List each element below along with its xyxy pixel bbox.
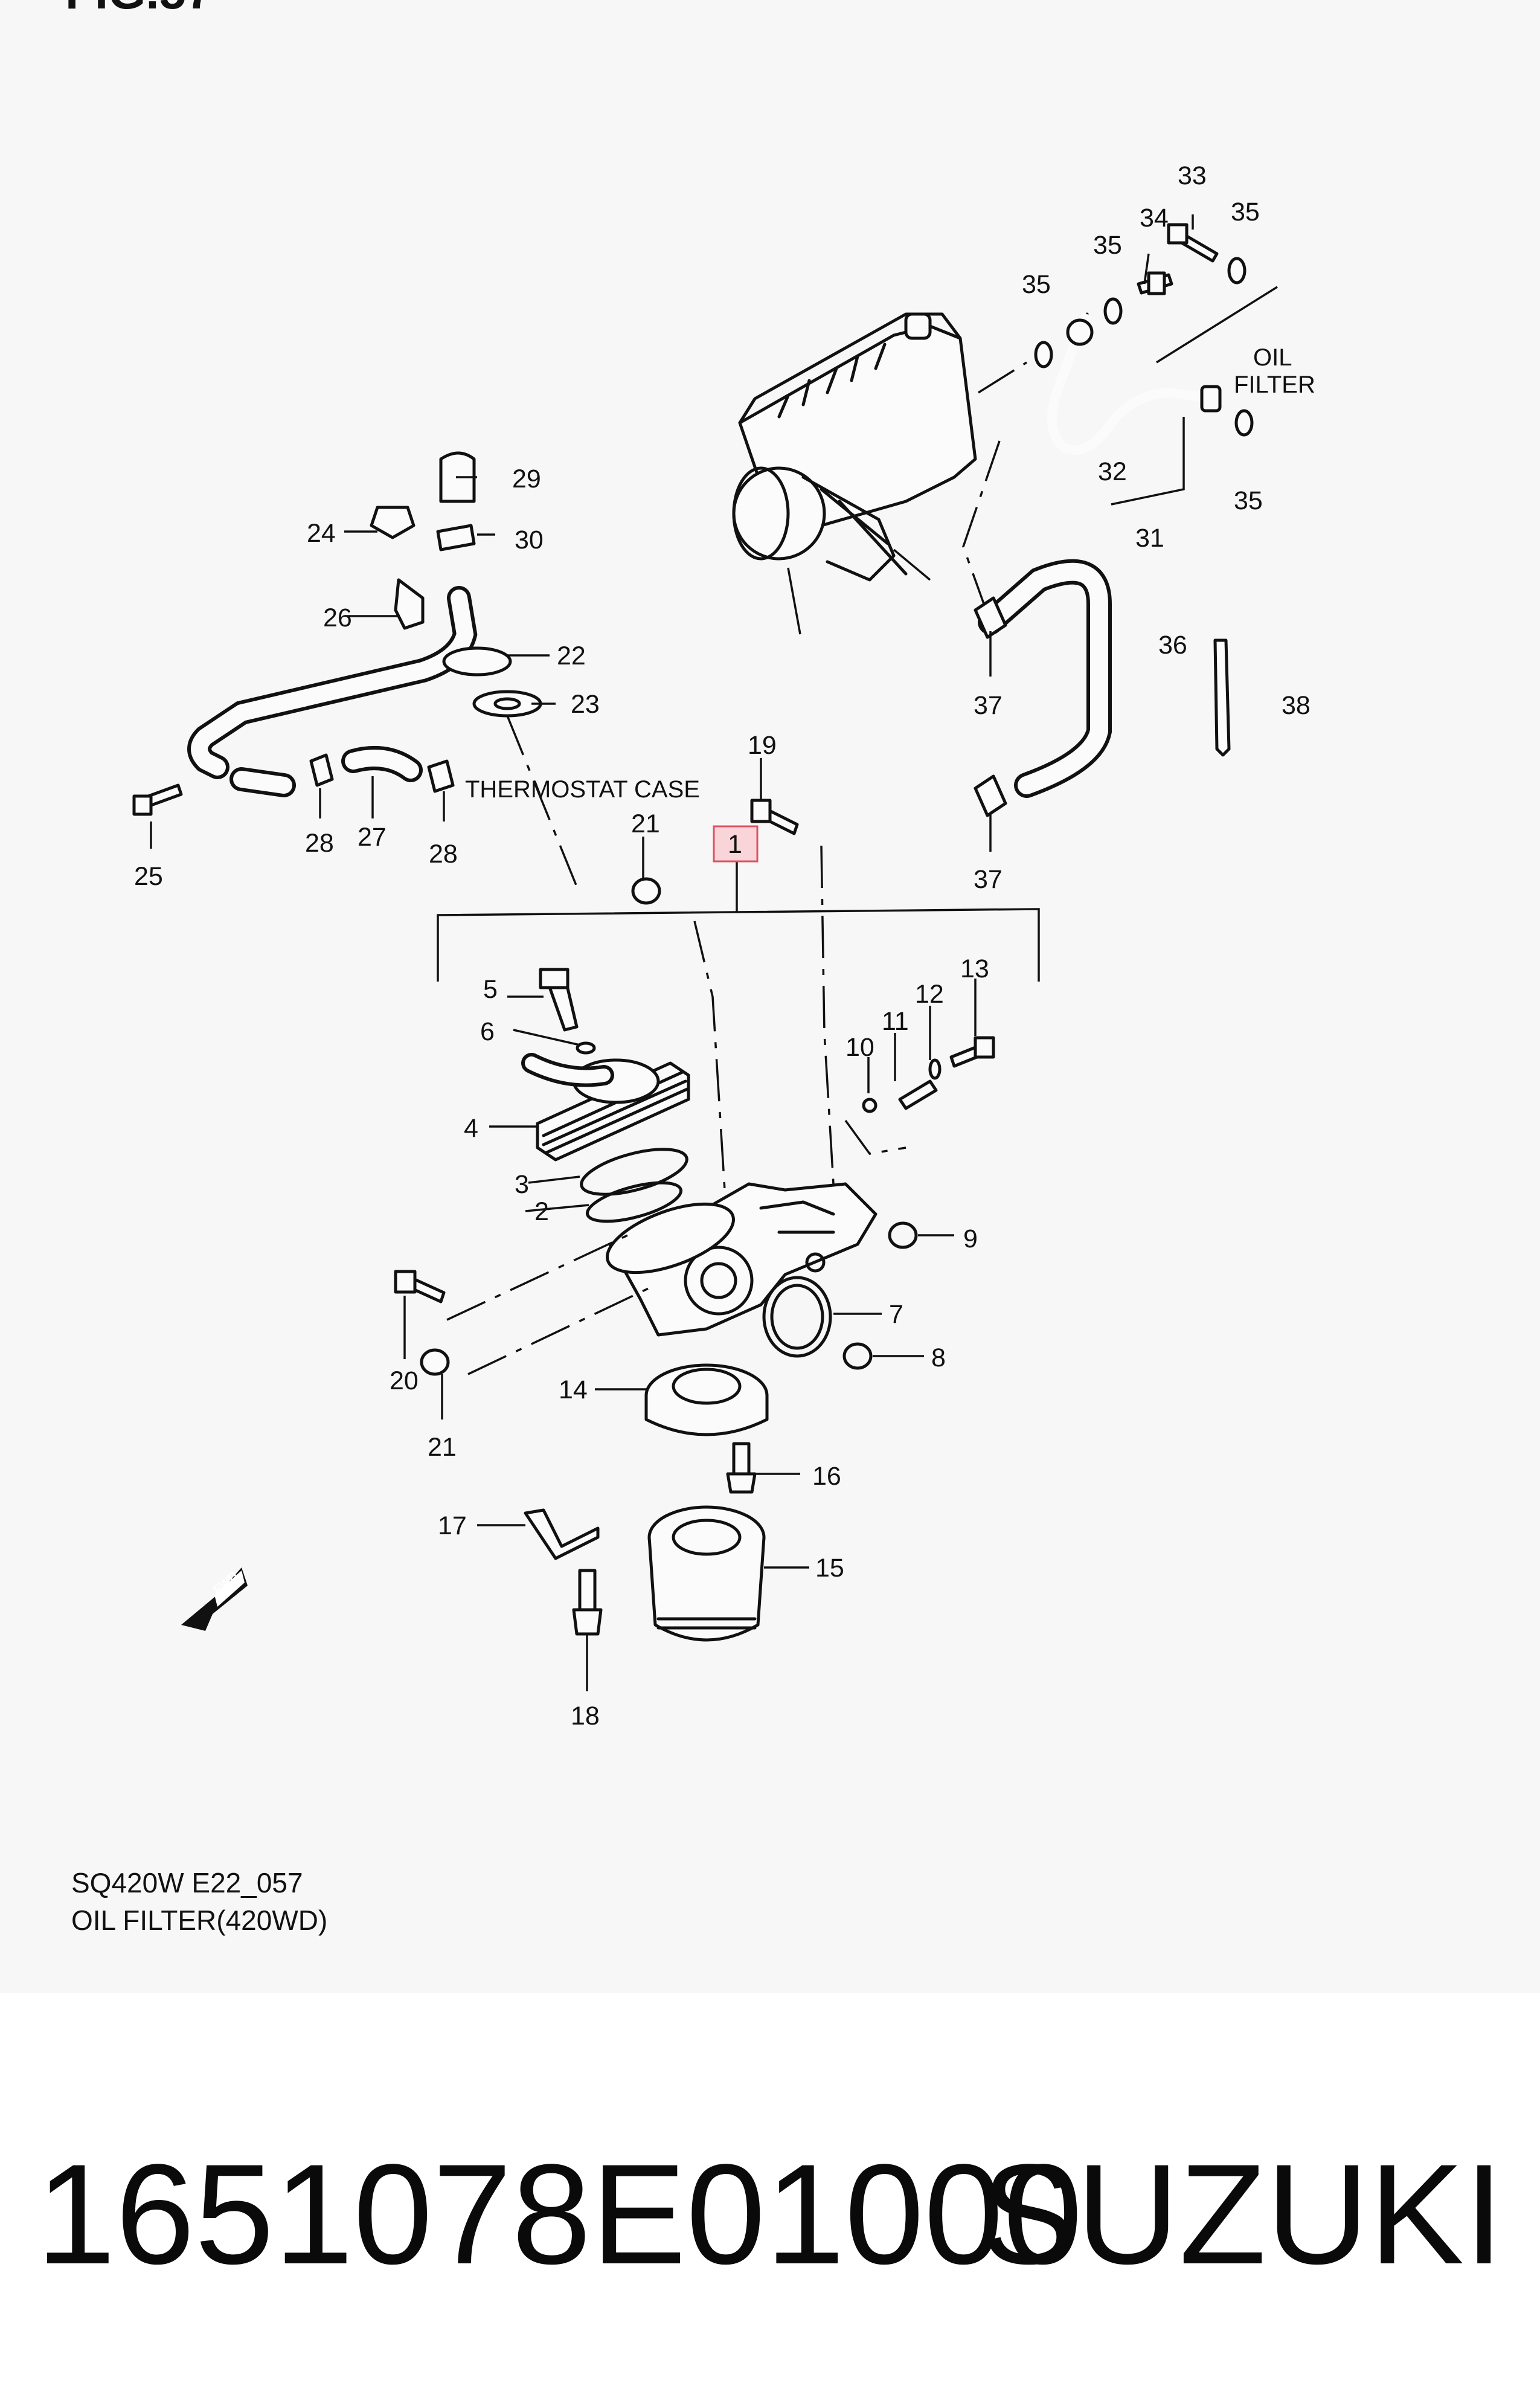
callout-30[interactable]: 30 bbox=[515, 526, 544, 555]
callout-14[interactable]: 14 bbox=[559, 1375, 588, 1404]
callout-34[interactable]: 34 bbox=[1140, 204, 1169, 233]
callout-35-d[interactable]: 35 bbox=[1234, 486, 1263, 515]
callout-7[interactable]: 7 bbox=[889, 1300, 903, 1329]
engine-block-drawing bbox=[732, 312, 977, 635]
callout-38[interactable]: 38 bbox=[1282, 691, 1311, 720]
callout-21-lower[interactable]: 21 bbox=[428, 1433, 457, 1462]
diagram-notes: THERMOSTAT CASE OIL FILTER bbox=[465, 344, 1315, 803]
callout-1-highlight bbox=[713, 825, 759, 863]
diagram-panel: FIG.57 bbox=[65, 0, 1315, 1936]
callout-37-lower[interactable]: 37 bbox=[974, 865, 1003, 894]
exploded-parts-diagram: FIG.57 bbox=[65, 0, 1315, 1731]
oil-filter-housing-drawing bbox=[394, 758, 995, 1691]
callout-17[interactable]: 17 bbox=[438, 1511, 467, 1540]
callout-36[interactable]: 36 bbox=[1158, 631, 1187, 660]
callout-29[interactable]: 29 bbox=[512, 465, 541, 494]
callout-labels: 1 2 3 4 5 6 7 8 9 10 11 12 13 14 15 16 1… bbox=[134, 161, 1311, 1731]
callout-20[interactable]: 20 bbox=[390, 1366, 419, 1395]
callout-12[interactable]: 12 bbox=[915, 980, 944, 1009]
oil-filter-note-line2: FILTER bbox=[1234, 371, 1315, 398]
callout-15[interactable]: 15 bbox=[815, 1554, 844, 1583]
water-hose-assembly bbox=[974, 559, 1231, 852]
callout-25[interactable]: 25 bbox=[134, 862, 163, 891]
callout-31[interactable]: 31 bbox=[1135, 524, 1164, 553]
callout-33[interactable]: 33 bbox=[1178, 161, 1207, 190]
callout-9[interactable]: 9 bbox=[963, 1224, 978, 1253]
callout-22[interactable]: 22 bbox=[557, 641, 586, 670]
brand-name: SUZUKI bbox=[981, 2135, 1504, 2294]
callout-35-b[interactable]: 35 bbox=[1093, 231, 1122, 260]
callout-16[interactable]: 16 bbox=[812, 1462, 841, 1491]
callout-8[interactable]: 8 bbox=[931, 1343, 946, 1372]
callout-24[interactable]: 24 bbox=[307, 519, 336, 548]
callout-28-right[interactable]: 28 bbox=[429, 840, 458, 869]
callout-11[interactable]: 11 bbox=[882, 1007, 909, 1036]
thermostat-pipe-assembly bbox=[132, 451, 556, 849]
oil-filter-note-line1: OIL bbox=[1253, 344, 1292, 371]
callout-19[interactable]: 19 bbox=[748, 731, 777, 760]
assembly-1-bracket bbox=[437, 825, 1040, 982]
figure-label: FIG.57 bbox=[65, 0, 213, 19]
diagram-title-caption: OIL FILTER(420WD) bbox=[71, 1905, 328, 1936]
callout-21-upper[interactable]: 21 bbox=[631, 809, 660, 838]
callout-6[interactable]: 6 bbox=[480, 1017, 495, 1046]
oil-hose-assembly bbox=[1034, 214, 1278, 506]
callout-35-c[interactable]: 35 bbox=[1022, 270, 1051, 299]
callout-10[interactable]: 10 bbox=[845, 1033, 874, 1062]
callout-18[interactable]: 18 bbox=[571, 1702, 600, 1731]
callout-32[interactable]: 32 bbox=[1098, 457, 1127, 486]
callout-1[interactable]: 1 bbox=[728, 830, 742, 859]
callout-28-left[interactable]: 28 bbox=[305, 829, 334, 858]
callout-4[interactable]: 4 bbox=[464, 1114, 478, 1143]
callout-23[interactable]: 23 bbox=[571, 690, 600, 719]
callout-13[interactable]: 13 bbox=[960, 954, 989, 983]
callout-27[interactable]: 27 bbox=[358, 823, 387, 852]
thermostat-case-note: THERMOSTAT CASE bbox=[465, 776, 700, 803]
callout-26[interactable]: 26 bbox=[323, 603, 352, 632]
diagram-code-caption: SQ420W E22_057 bbox=[71, 1867, 303, 1898]
callout-35-a[interactable]: 35 bbox=[1231, 198, 1260, 227]
callout-3[interactable]: 3 bbox=[515, 1170, 529, 1199]
fwd-arrow-icon bbox=[181, 1567, 248, 1631]
callout-5[interactable]: 5 bbox=[483, 975, 498, 1004]
callout-2[interactable]: 2 bbox=[534, 1197, 549, 1226]
part-number: 1651078E01000 bbox=[36, 2135, 1083, 2294]
callout-37-upper[interactable]: 37 bbox=[974, 691, 1003, 720]
